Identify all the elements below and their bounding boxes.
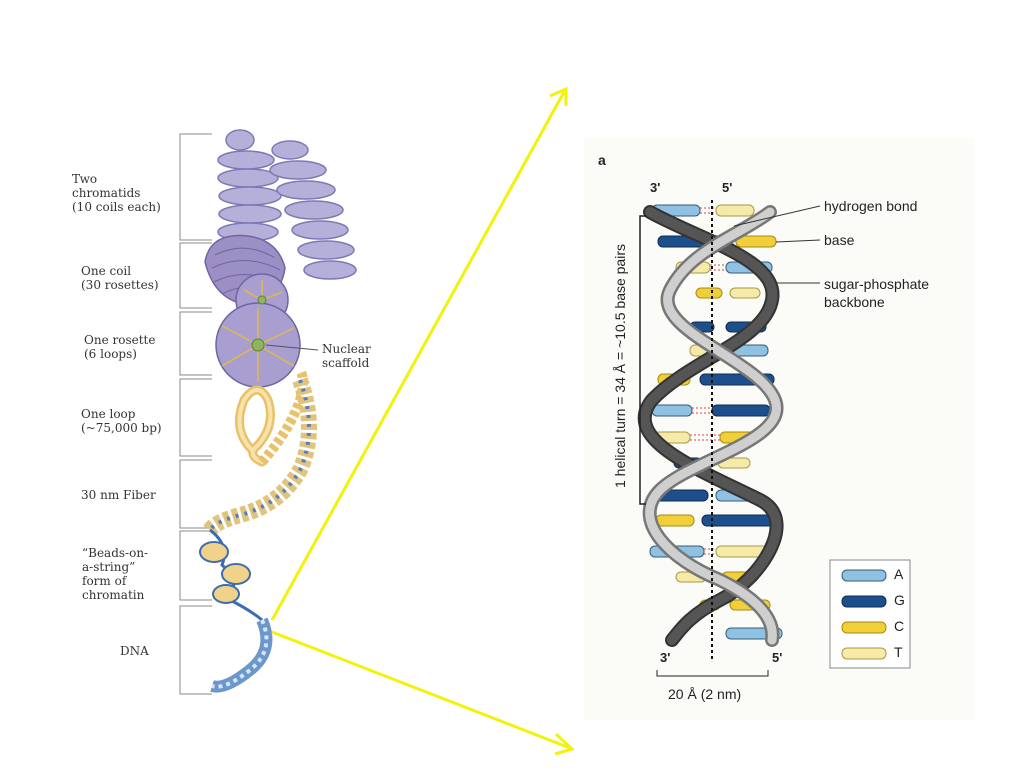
upper-arrow-head xyxy=(549,86,568,106)
scaffold-leader-line xyxy=(265,344,319,351)
top-right-end-label: 5' xyxy=(722,180,733,195)
chromatids-illustration xyxy=(217,129,357,280)
level-label-loop: One loop (~75,000 bp) xyxy=(81,407,162,435)
level-label-dna: DNA xyxy=(120,644,149,658)
legend-label-t: T xyxy=(894,644,903,660)
dna-strand-illustration xyxy=(210,617,273,693)
lower-arrow-line xyxy=(271,630,571,750)
legend-swatch-g xyxy=(841,595,887,608)
level-label-beads: “Beads-on- a-string” form of chromatin xyxy=(82,546,149,602)
helical-turn-label: 1 helical turn = 34 Å = ~10.5 base pairs xyxy=(612,244,628,488)
rosette-illustration xyxy=(215,273,319,388)
zoom-arrows xyxy=(270,86,575,756)
hydrogen-bonds xyxy=(690,207,736,555)
level-label-chromatids: Two chromatids (10 coils each) xyxy=(72,172,161,214)
upper-arrow-line xyxy=(270,91,566,621)
fiber-illustration xyxy=(203,377,317,535)
base-legend xyxy=(829,559,911,669)
legend-swatch-a xyxy=(841,569,887,582)
callout-base: base xyxy=(824,232,855,248)
legend-label-a: A xyxy=(894,566,904,582)
bottom-left-end-label: 3' xyxy=(660,650,671,665)
backbone-strands xyxy=(637,205,784,647)
legend-label-c: C xyxy=(894,618,905,634)
width-bracket xyxy=(656,670,769,677)
callout-hydrogen-bond: hydrogen bond xyxy=(824,198,918,214)
panel-letter: a xyxy=(598,152,606,168)
level-label-fiber: 30 nm Fiber xyxy=(81,488,156,502)
beads-illustration xyxy=(199,528,263,622)
callout-lines xyxy=(733,205,821,284)
bottom-right-end-label: 5' xyxy=(772,650,783,665)
scaffold-label: Nuclear scaffold xyxy=(322,342,371,370)
legend-swatch-c xyxy=(841,621,887,634)
turn-bracket xyxy=(639,215,646,505)
legend-label-g: G xyxy=(894,592,905,608)
level-label-coil: One coil (30 rosettes) xyxy=(81,264,159,292)
width-label: 20 Å (2 nm) xyxy=(668,686,742,702)
top-left-end-label: 3' xyxy=(650,180,661,195)
level-label-rosette: One rosette (6 loops) xyxy=(84,333,156,361)
callout-backbone: sugar-phosphate backbone xyxy=(824,276,930,310)
level-brackets xyxy=(179,133,212,695)
legend-swatch-t xyxy=(841,647,887,660)
lower-arrow-head xyxy=(554,732,575,756)
